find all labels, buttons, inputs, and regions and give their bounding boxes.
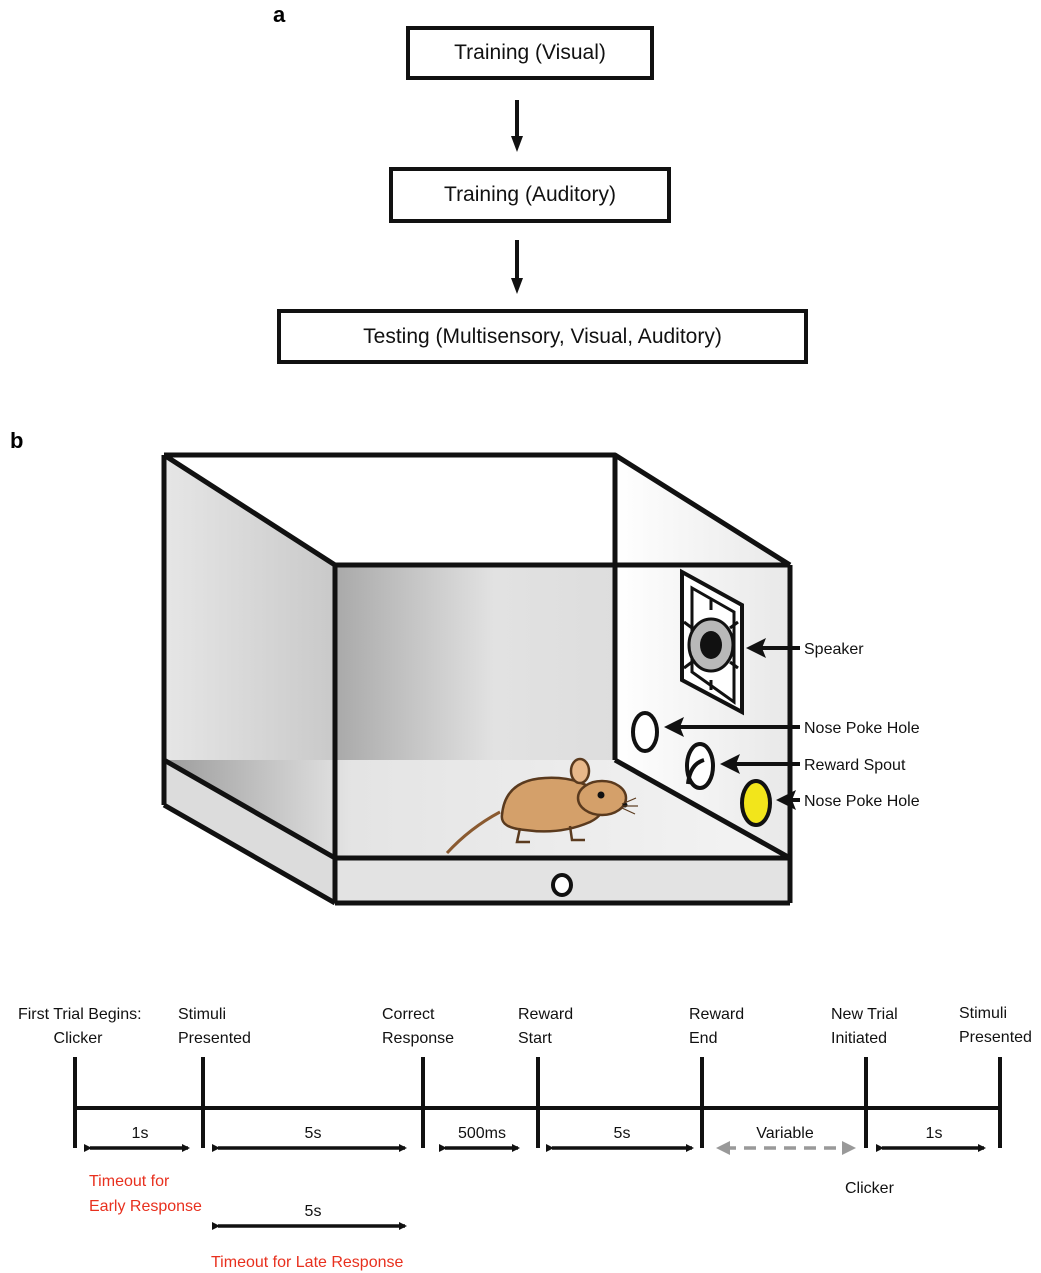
- event-label-3: Reward Start: [518, 1006, 578, 1047]
- base-port: [551, 873, 573, 897]
- flow-step-training-auditory: Training (Auditory): [389, 167, 671, 223]
- nose-poke-hole-upper: [631, 711, 659, 753]
- event-label-4: Reward End: [689, 1006, 749, 1047]
- event-label-2: Correct Response: [382, 1006, 454, 1047]
- chamber-floor: [164, 760, 790, 858]
- operant-chamber: [161, 452, 793, 906]
- panel-b-label: b: [10, 428, 24, 453]
- mouse-illustration: [445, 757, 638, 855]
- interval-label-0: 1s: [132, 1125, 149, 1142]
- interval-arrow-4-variable: [716, 1141, 856, 1155]
- event-label-6: Stimuli Presented: [959, 1005, 1032, 1046]
- flow-arrow-2: [511, 240, 523, 294]
- speaker-label: Speaker: [804, 641, 864, 658]
- flow-step-training-visual: Training (Visual): [406, 26, 654, 80]
- speaker-icon: [680, 568, 744, 716]
- event-label-5: New Trial Initiated: [831, 1006, 902, 1047]
- interval-label-3: 5s: [614, 1125, 631, 1142]
- nose-poke-hole-label-1: Nose Poke Hole: [804, 720, 920, 737]
- event-label-0: First Trial Begins: Clicker: [18, 1006, 146, 1047]
- clicker-label: Clicker: [845, 1180, 895, 1197]
- reward-spout-label: Reward Spout: [804, 757, 906, 774]
- flow-arrow-1: [511, 100, 523, 152]
- timeout-late-label: Timeout for Late Response: [211, 1254, 404, 1271]
- flow-step-testing: Testing (Multisensory, Visual, Auditory): [277, 309, 808, 364]
- panel-a-label: a: [273, 2, 286, 27]
- nose-poke-hole-label-2: Nose Poke Hole: [804, 793, 920, 810]
- late-interval-label: 5s: [305, 1203, 322, 1220]
- nose-poke-hole-lit: [740, 779, 772, 827]
- interval-label-1: 5s: [305, 1125, 322, 1142]
- interval-label-4: Variable: [756, 1125, 814, 1142]
- event-label-1: Stimuli Presented: [178, 1006, 251, 1047]
- timeline: First Trial Begins: Clicker Stimuli Pres…: [18, 1005, 1032, 1271]
- interval-label-2: 500ms: [458, 1125, 506, 1142]
- chamber-base-side: [164, 760, 335, 903]
- interval-label-5: 1s: [926, 1125, 943, 1142]
- chamber-left-wall: [164, 455, 335, 838]
- reward-spout-icon: [685, 742, 715, 790]
- timeout-early-label: Timeout for Early Response: [89, 1173, 202, 1215]
